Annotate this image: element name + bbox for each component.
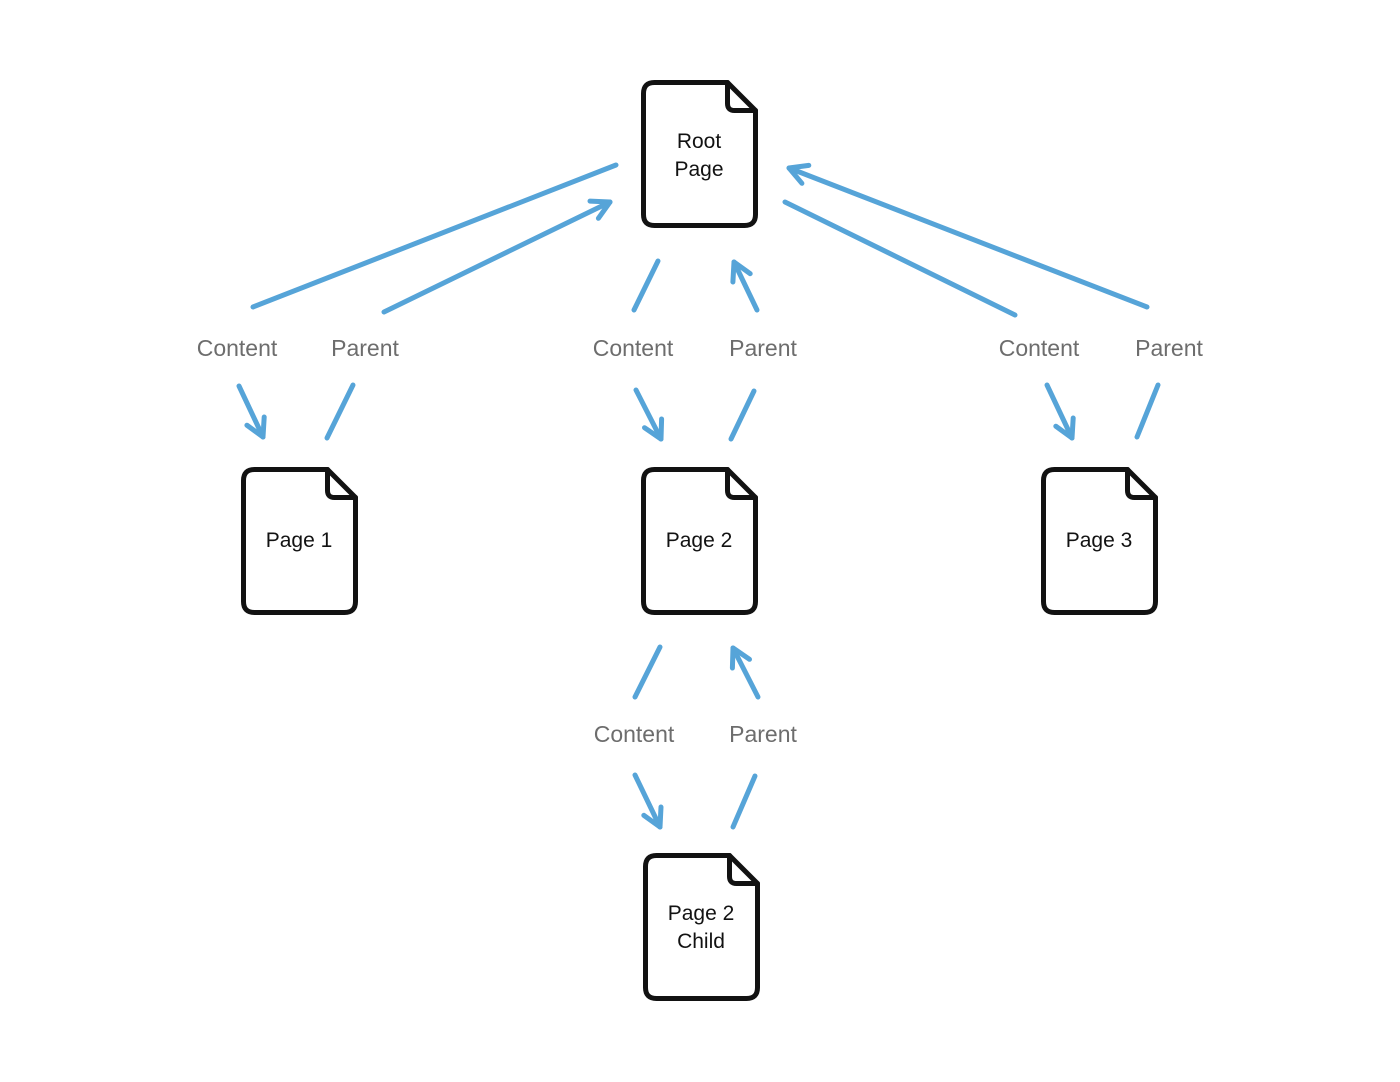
edge-arrow-root-page3-content bbox=[1044, 382, 1076, 441]
edge-label-parent-page1-root: Parent bbox=[331, 335, 399, 361]
edge-line-root-page2-content-upper bbox=[631, 258, 661, 313]
edge-line-page2-child-content-upper bbox=[632, 644, 663, 700]
edge-arrow-root-page2-content bbox=[633, 387, 665, 442]
edge-label-content-root-page3: Content bbox=[998, 335, 1080, 361]
edge-label-content-page2-child: Content bbox=[593, 721, 675, 747]
node-label-page-2-child: Page 2 Child bbox=[667, 902, 735, 953]
page2child-document-icon bbox=[643, 853, 760, 1001]
node-label-page-2: Page 2 bbox=[665, 529, 733, 552]
folded-corner-icon bbox=[1125, 467, 1158, 500]
arrowhead-icon bbox=[730, 259, 753, 285]
page3-document-icon bbox=[1041, 467, 1158, 615]
edge-line-root-page1-content-upper bbox=[250, 162, 619, 310]
edge-arrow-child-page2-parent bbox=[729, 645, 761, 700]
folded-corner-icon bbox=[325, 467, 358, 500]
edge-line-page3-root-parent-lower bbox=[1134, 382, 1161, 440]
root-document-icon bbox=[641, 80, 758, 228]
edge-arrow-root-page1-content bbox=[236, 383, 267, 440]
folded-corner-icon bbox=[727, 853, 760, 886]
edge-label-parent-child-page2: Parent bbox=[729, 721, 797, 747]
arrowhead-icon bbox=[729, 645, 752, 671]
node-label-page-1: Page 1 bbox=[265, 529, 333, 552]
arrowhead-icon bbox=[1053, 415, 1076, 441]
arrowhead-icon bbox=[786, 162, 812, 186]
page2-document-icon bbox=[641, 467, 758, 615]
edge-label-content-root-page2: Content bbox=[592, 335, 674, 361]
edge-line-root-page3-content-upper bbox=[782, 199, 1018, 318]
edge-label-content-root-page1: Content bbox=[196, 335, 278, 361]
edge-line-page1-root-parent-lower bbox=[324, 382, 356, 441]
edge-label-parent-page3-root: Parent bbox=[1135, 335, 1203, 361]
edge-arrow-page1-root-parent bbox=[381, 198, 613, 315]
arrowhead-icon bbox=[642, 416, 665, 442]
edge-line-child-page2-parent-lower bbox=[730, 773, 758, 830]
edge-line-page2-root-parent-lower bbox=[728, 388, 757, 442]
node-label-root-page: Root Page bbox=[674, 130, 724, 181]
arrowhead-icon bbox=[587, 198, 613, 221]
edge-arrow-page3-root-parent bbox=[786, 162, 1150, 310]
node-label-page-3: Page 3 bbox=[1065, 529, 1133, 552]
folded-corner-icon bbox=[725, 80, 758, 113]
page1-document-icon bbox=[241, 467, 358, 615]
arrowhead-icon bbox=[641, 804, 664, 830]
edge-label-parent-page2-root: Parent bbox=[729, 335, 797, 361]
folded-corner-icon bbox=[725, 467, 758, 500]
arrowhead-icon bbox=[244, 414, 267, 440]
edge-arrow-page2-root-parent bbox=[730, 259, 760, 313]
edge-arrow-page2-child-content bbox=[632, 772, 664, 830]
